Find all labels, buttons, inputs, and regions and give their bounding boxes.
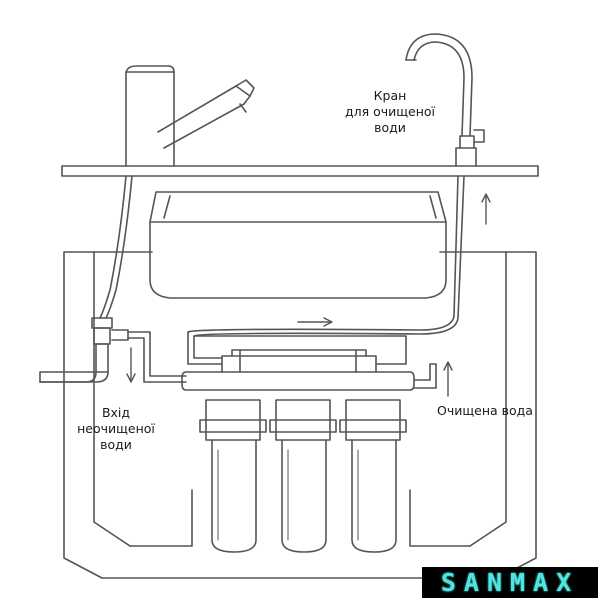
flow-arrow-up-outlet [443, 361, 453, 397]
filter-canister-3 [339, 399, 407, 553]
inlet-arrow [126, 347, 136, 383]
tap-label-line2: для очищеної [344, 104, 436, 119]
tap-label: Кран для очищеної води [340, 88, 440, 136]
cabinet [63, 251, 537, 579]
tee-valve [39, 317, 187, 383]
tap-label-line1: Кран [373, 88, 407, 103]
flow-arrow-right [297, 317, 333, 327]
inlet-label: Вхід неочищеної води [66, 405, 166, 453]
inlet-label-line2: неочищеної [77, 421, 155, 436]
filter-housing-block [181, 331, 415, 391]
sink [149, 191, 447, 299]
tap-label-line3: води [374, 120, 406, 135]
inlet-label-line3: води [100, 437, 132, 452]
purified-water-tube [187, 175, 465, 389]
flow-arrow-up-tube [481, 193, 491, 225]
drinking-water-tap [405, 33, 485, 167]
filter-canister-2 [269, 399, 337, 553]
sanmax-logo: SANMAX [422, 567, 598, 598]
filter-canister-1 [199, 399, 267, 553]
mixer-faucet [125, 65, 255, 167]
inlet-hose [99, 175, 133, 319]
countertop [61, 165, 539, 177]
inlet-label-line1: Вхід [101, 405, 131, 420]
outlet-label: Очищена вода [437, 403, 533, 418]
